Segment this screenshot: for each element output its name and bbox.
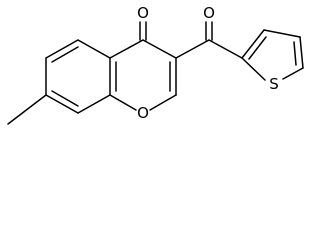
bond-c5-c6 bbox=[45, 39, 79, 59]
acyl-oxygen-label: O bbox=[203, 4, 215, 22]
methyl-bond bbox=[7, 94, 47, 125]
bond-c5t-s bbox=[282, 67, 304, 80]
bond-c4t-c5t-inner bbox=[293, 41, 297, 66]
bond-c3t-c4t bbox=[263, 29, 301, 38]
benzene-ring bbox=[45, 39, 117, 114]
thiophene-sulfur-label: S bbox=[269, 75, 279, 93]
bond-c4a-c5 bbox=[77, 39, 111, 59]
chemical-structure-diagram: O O O S bbox=[7, 4, 304, 125]
bond-acyl-thiophene bbox=[208, 39, 243, 59]
bond-c4-c3 bbox=[142, 39, 177, 59]
thiophene-ring bbox=[241, 29, 304, 81]
ring-oxygen-label: O bbox=[137, 104, 149, 122]
ketone-oxygen-label: O bbox=[137, 4, 149, 22]
bond-c2t-c3t-inner bbox=[248, 36, 267, 60]
bond-s-c2t bbox=[241, 57, 266, 81]
bond-c5-c6-inner bbox=[51, 46, 79, 63]
ketone-carbonyl bbox=[139, 21, 147, 41]
bond-c4t-c5t bbox=[299, 36, 304, 69]
bond-c7-c8 bbox=[45, 94, 79, 114]
bond-o1-c8a bbox=[109, 94, 137, 111]
bond-c2-o1 bbox=[149, 94, 177, 111]
bond-c4a-c4 bbox=[109, 39, 144, 59]
pyranone-ring bbox=[109, 39, 177, 111]
bond-c3-acyl bbox=[175, 39, 210, 59]
bond-c2t-c3t bbox=[241, 29, 265, 59]
acyl-carbonyl bbox=[175, 21, 243, 59]
bond-c8-c8a bbox=[77, 94, 111, 114]
bond-c7-c8-inner bbox=[51, 90, 79, 107]
